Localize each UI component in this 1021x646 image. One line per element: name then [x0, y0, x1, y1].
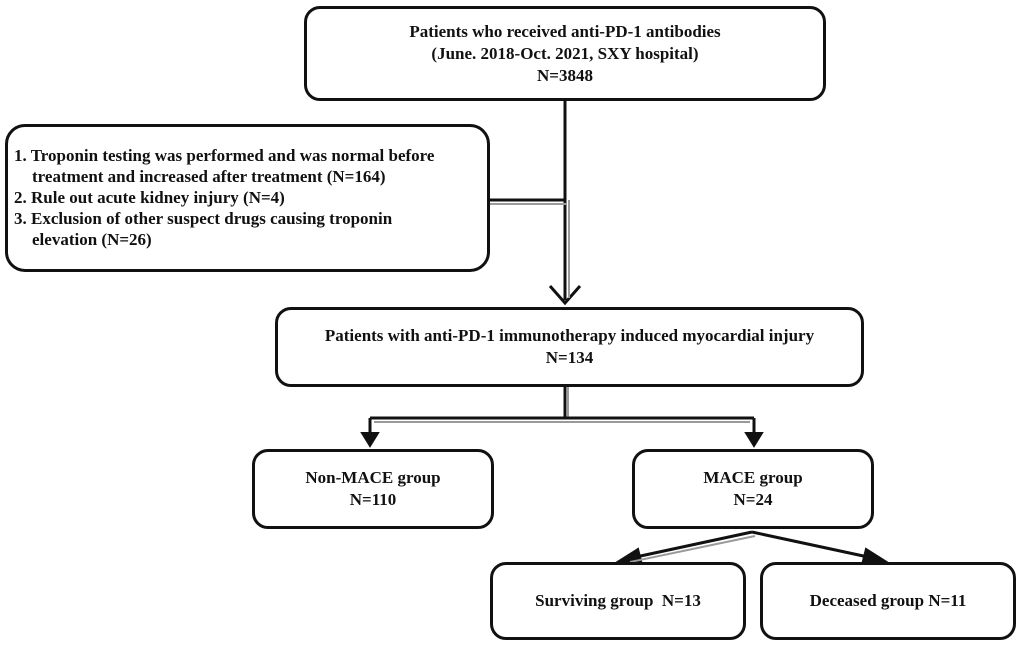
arrowhead-nonmace [360, 432, 380, 448]
box-deceased-label: Deceased group N=11 [809, 591, 967, 610]
connector-to-deceased [751, 530, 883, 562]
box-all-patients-count: N=3848 [537, 65, 593, 85]
box-non-mace-title: Non-MACE group [305, 468, 441, 487]
box-surviving-label: Surviving group N=13 [535, 591, 701, 610]
box-mace-count: N=24 [733, 490, 773, 509]
box-myocardial-injury-title: Patients with anti-PD-1 immunotherapy in… [324, 326, 815, 345]
box-all-patients-title: Patients who received anti-PD-1 antibodi… [409, 21, 721, 41]
exclusion-item-1-cont: treatment and increased after treatment … [32, 167, 386, 186]
box-all-patients-period: (June. 2018-Oct. 2021, SXY hospital) [431, 43, 699, 63]
box-all-patients: Patients who received anti-PD-1 antibodi… [304, 6, 826, 101]
exclusion-item-3: 3. Exclusion of other suspect drugs caus… [14, 209, 393, 228]
connector-to-surviving-shadow [629, 535, 756, 563]
box-deceased-group: Deceased group N=11 [760, 562, 1016, 640]
box-surviving-group: Surviving group N=13 [490, 562, 746, 640]
exclusion-item-3-cont: elevation (N=26) [32, 230, 152, 249]
exclusion-item-2: 2. Rule out acute kidney injury (N=4) [14, 188, 285, 207]
connector-to-surviving [621, 530, 753, 562]
arrowhead-middle [548, 285, 582, 306]
box-non-mace-group: Non-MACE group N=110 [252, 449, 494, 529]
box-mace-title: MACE group [703, 468, 803, 487]
arrowhead-deceased [861, 547, 889, 562]
arrowhead-mace [744, 432, 764, 448]
box-myocardial-injury-count: N=134 [545, 348, 594, 367]
box-myocardial-injury: Patients with anti-PD-1 immunotherapy in… [275, 307, 864, 387]
box-non-mace-count: N=110 [349, 490, 397, 509]
box-mace-group: MACE group N=24 [632, 449, 874, 529]
exclusion-item-1: 1. Troponin testing was performed and wa… [14, 146, 435, 165]
box-exclusion-criteria: 1. Troponin testing was performed and wa… [5, 124, 490, 272]
arrowhead-surviving [615, 547, 643, 562]
